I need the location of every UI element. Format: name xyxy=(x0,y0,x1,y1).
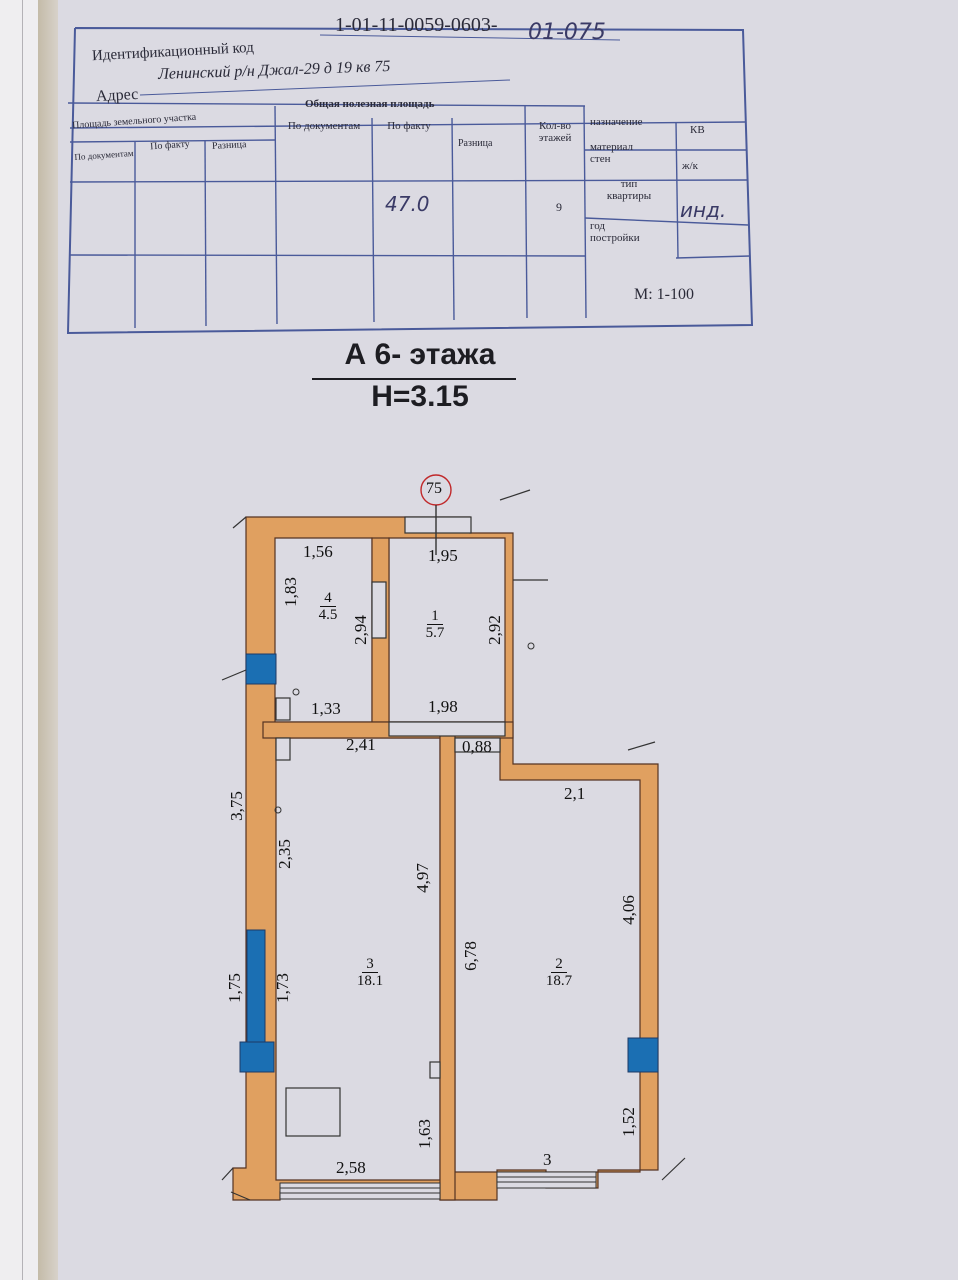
dim-3: 3 xyxy=(543,1150,552,1169)
room-label-2: 2 18.7 xyxy=(537,956,581,989)
dim-4-06: 4,06 xyxy=(618,895,638,925)
room-label-3: 3 18.1 xyxy=(350,956,390,989)
purpose-label: назначение xyxy=(590,116,643,128)
dim-3-75: 3,75 xyxy=(226,791,246,821)
dim-6-78: 6,78 xyxy=(460,941,480,971)
dim-2-35: 2,35 xyxy=(274,839,294,869)
id-code-handwritten: 01-075 xyxy=(528,20,606,45)
room-2-number: 2 xyxy=(551,956,567,973)
door-opening-4-1 xyxy=(371,581,387,639)
apt-type-value: инд. xyxy=(680,198,727,222)
door-opening-2 xyxy=(454,737,501,753)
dim-2-94: 2,94 xyxy=(350,615,370,645)
room-2-area: 18.7 xyxy=(545,973,573,989)
door-opening-top xyxy=(404,516,472,534)
useful-area-header: Общая полезная площадь xyxy=(305,98,435,110)
recess-3-2 xyxy=(429,1061,441,1079)
room-3-area: 18.1 xyxy=(356,973,384,989)
dim-1-73: 1,73 xyxy=(272,973,292,1003)
window-left-mid xyxy=(246,929,266,1043)
title-divider xyxy=(312,378,516,380)
door-opening-1 xyxy=(388,721,506,737)
dim-1-56: 1,56 xyxy=(303,542,333,561)
wall-material-value: ж/к xyxy=(682,160,699,172)
dim-1-83: 1,83 xyxy=(280,577,300,607)
dim-1-33: 1,33 xyxy=(311,699,341,718)
balcony-windows xyxy=(279,1171,597,1200)
area-difference: Разница xyxy=(458,138,493,149)
room-1-area: 5.7 xyxy=(425,625,445,641)
wall-material-label: материал стен xyxy=(590,141,634,165)
door-opening-4 xyxy=(275,697,291,721)
page-shadow xyxy=(38,0,60,1280)
wall-ticks xyxy=(221,489,686,1201)
dim-2-1: 2,1 xyxy=(564,784,586,803)
room-3-number: 3 xyxy=(362,956,378,973)
window-left-low xyxy=(239,1041,275,1073)
marker-75 xyxy=(420,474,452,555)
room-4-number: 4 xyxy=(320,590,336,607)
area-fact-value: 47.0 xyxy=(385,192,430,216)
room-1-number: 1 xyxy=(427,608,443,625)
room-label-1: 1 5.7 xyxy=(415,608,455,641)
build-year-label: год постройки xyxy=(590,220,640,244)
dim-2-92: 2,92 xyxy=(484,615,504,645)
room-4-area: 4.5 xyxy=(318,607,338,623)
fixture-square xyxy=(285,1087,341,1137)
apt-type-label: тип квартиры xyxy=(606,178,652,202)
floors-label: Кол-во этажей xyxy=(538,120,572,144)
ceiling-height: Н=3.15 xyxy=(371,380,469,413)
windows xyxy=(239,653,659,1073)
dim-1-75: 1,75 xyxy=(224,973,244,1003)
binder-line xyxy=(22,0,23,1280)
door-opening-3 xyxy=(275,737,291,761)
dim-4-97: 4,97 xyxy=(412,863,432,893)
area-by-documents: По документам xyxy=(287,120,361,132)
dim-2-58: 2,58 xyxy=(336,1158,366,1177)
dim-2-41: 2,41 xyxy=(346,735,376,754)
purpose-value: КВ xyxy=(690,124,705,136)
apartment-number: 75 xyxy=(426,480,442,497)
floor-title: А 6- этажа xyxy=(344,338,496,371)
id-code: 1-01-11-0059-0603- xyxy=(335,14,498,36)
scale-label: М: 1-100 xyxy=(634,286,694,303)
floors-value: 9 xyxy=(556,200,562,214)
window-left-top xyxy=(245,653,277,685)
dim-1-98: 1,98 xyxy=(428,697,458,716)
dim-1-95: 1,95 xyxy=(428,546,458,565)
dim-1-52: 1,52 xyxy=(618,1107,638,1137)
room-label-4: 4 4.5 xyxy=(308,590,348,623)
dim-1-63: 1,63 xyxy=(414,1119,434,1149)
area-by-fact: По факту xyxy=(387,120,431,132)
wall-partition-3-2 xyxy=(439,729,456,1201)
dim-0-88: 0,88 xyxy=(462,737,492,756)
window-right xyxy=(627,1037,659,1073)
